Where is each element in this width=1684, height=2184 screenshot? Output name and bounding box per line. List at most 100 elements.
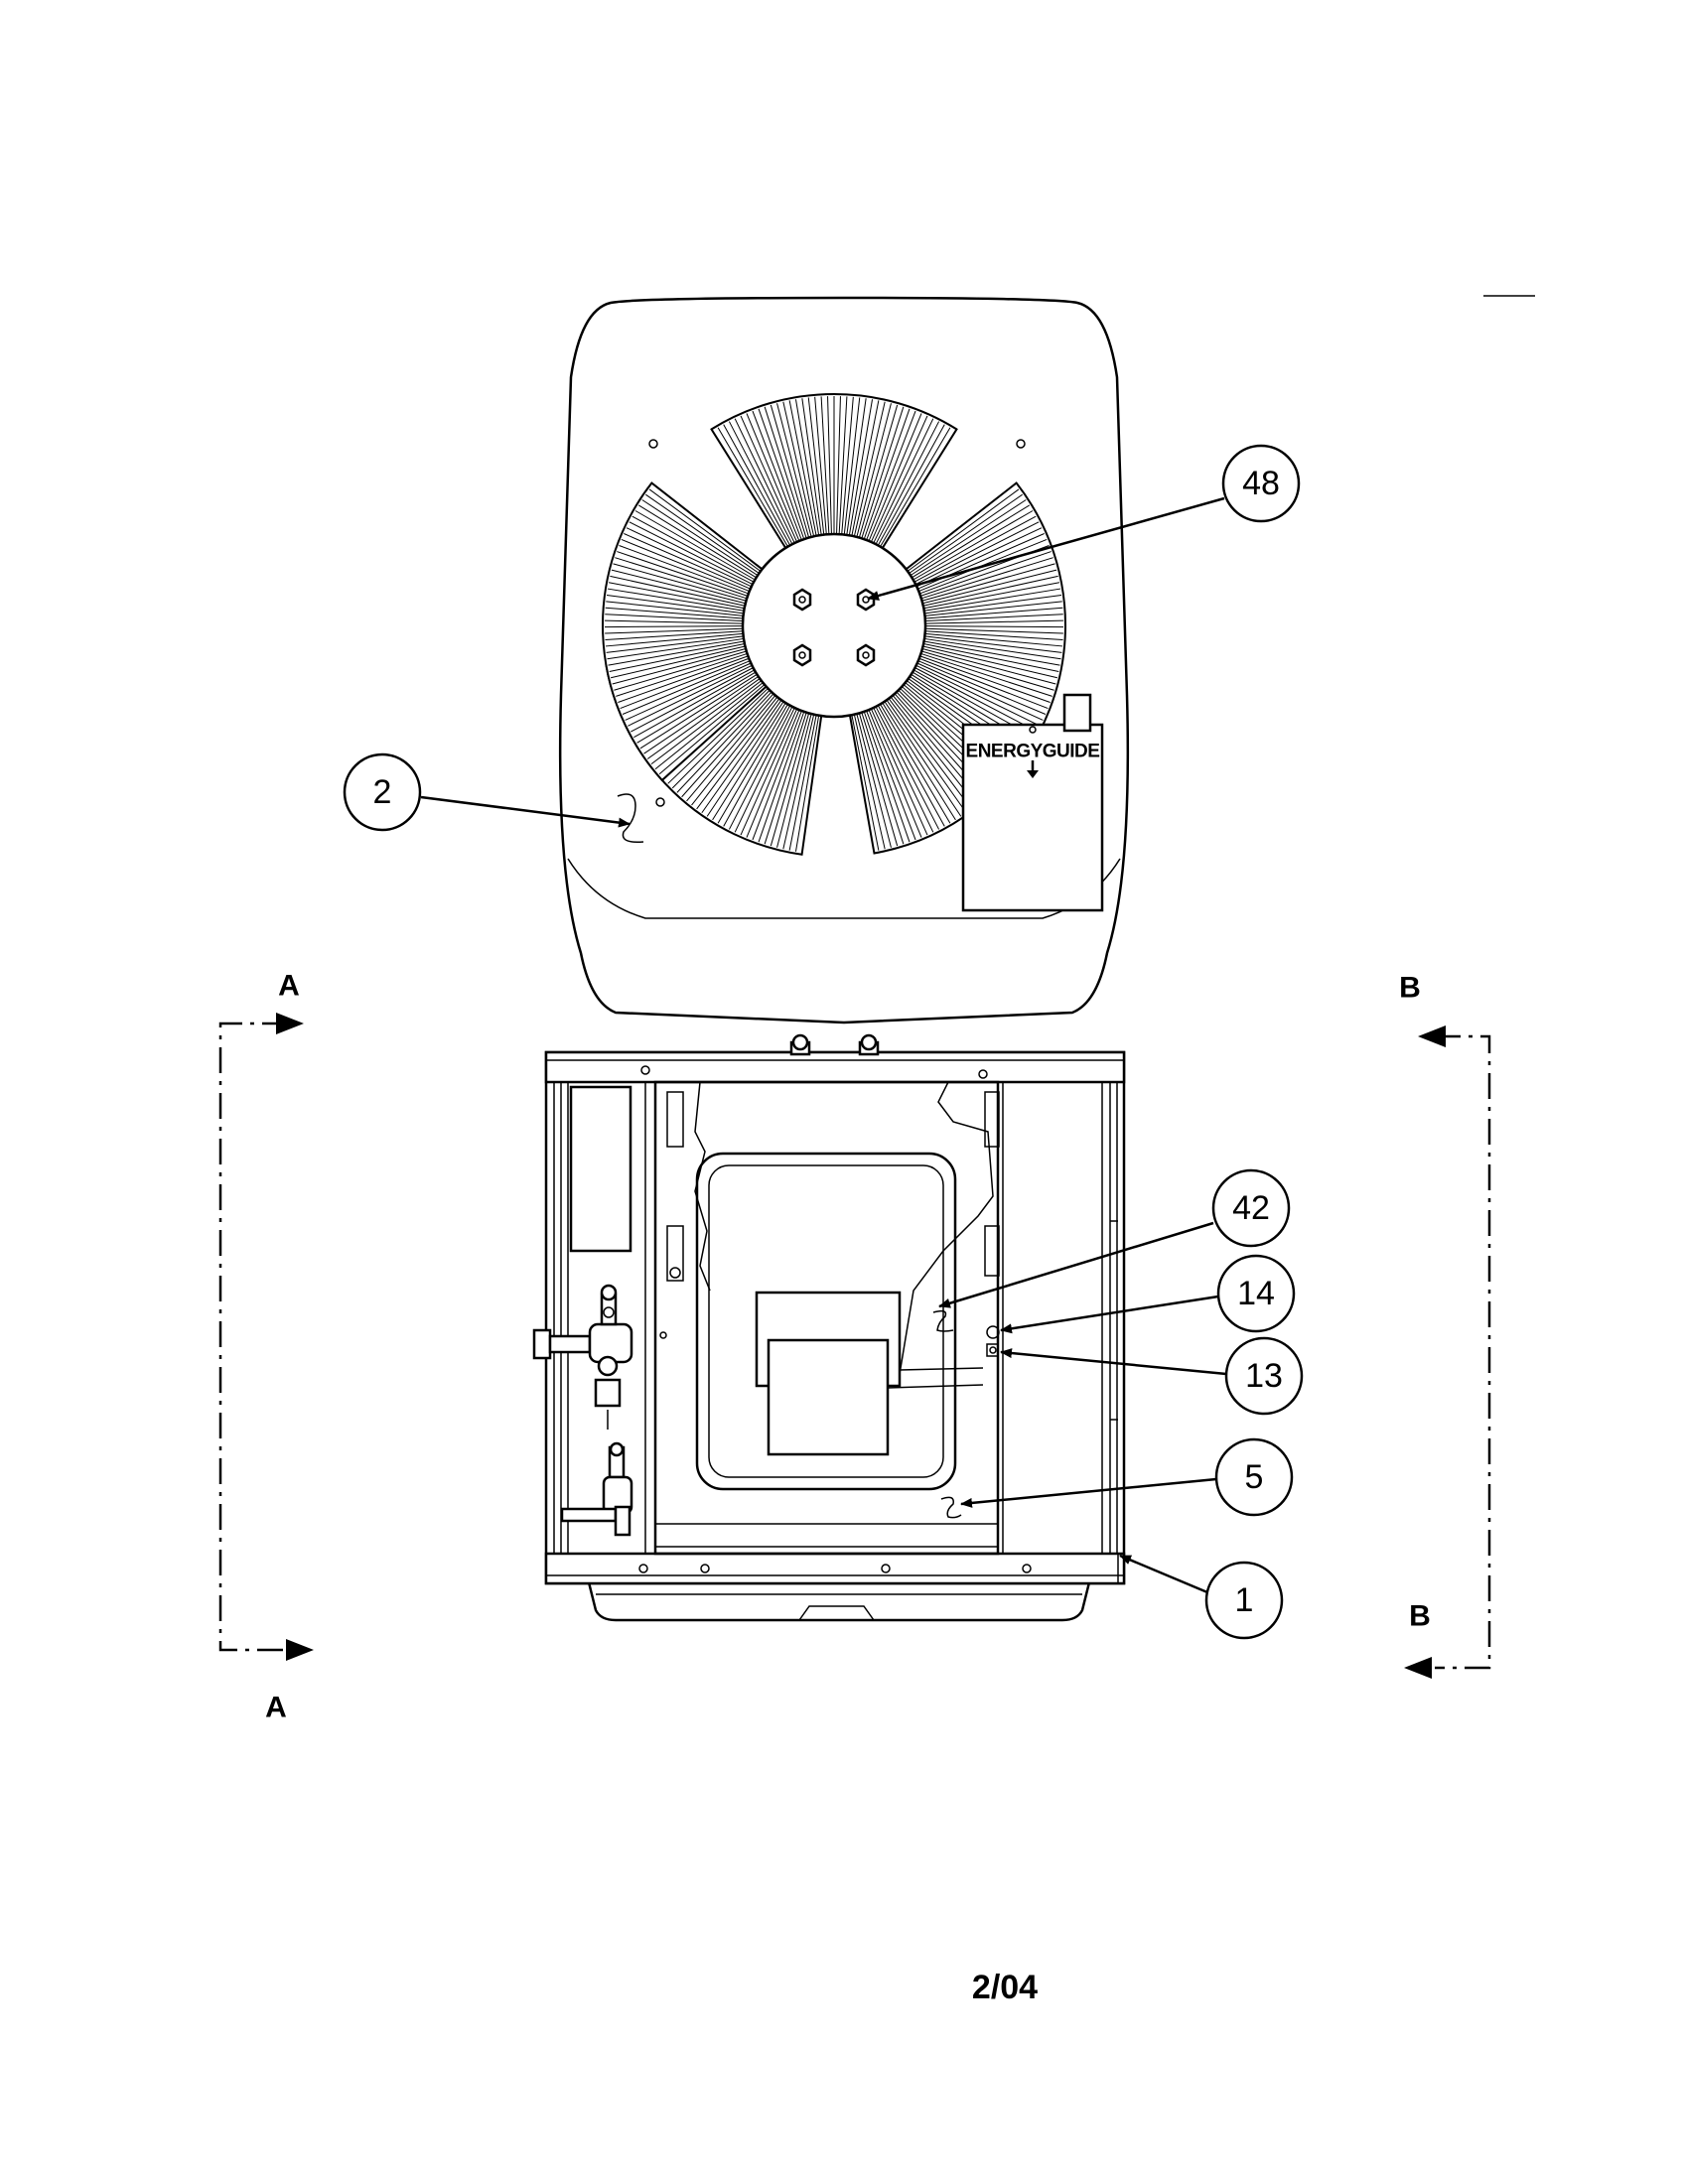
grille-wire bbox=[615, 557, 748, 600]
grille-wire bbox=[691, 696, 778, 806]
grille-wire bbox=[746, 413, 800, 542]
grille-wire bbox=[605, 630, 744, 641]
grille-wire bbox=[632, 515, 755, 583]
callout-5 bbox=[1214, 1437, 1294, 1517]
grille-wire bbox=[922, 569, 1057, 605]
section-label-b-top: B bbox=[1399, 972, 1421, 1005]
grille-wire bbox=[873, 418, 934, 544]
grille-wire bbox=[758, 711, 805, 843]
grille-wire bbox=[605, 632, 744, 647]
grille-wire bbox=[637, 504, 757, 579]
footer-date: 2/04 bbox=[972, 1969, 1038, 2006]
grille-wire bbox=[626, 527, 752, 588]
grille-wire bbox=[641, 499, 759, 577]
leader-13 bbox=[1000, 1348, 1227, 1376]
callout-2-text: 2 bbox=[373, 773, 392, 811]
grille-wire bbox=[681, 693, 774, 798]
grille-wire bbox=[922, 645, 1058, 679]
grille-wire bbox=[851, 715, 880, 851]
grille-wire bbox=[706, 701, 784, 817]
grille-wire bbox=[924, 627, 1063, 634]
grille-wire bbox=[866, 710, 916, 841]
grille-wire bbox=[923, 588, 1061, 612]
top-view: ENERGYGUIDE bbox=[558, 296, 1130, 1024]
grille-wire bbox=[920, 652, 1052, 697]
grille-wire bbox=[620, 657, 750, 710]
grille-wire bbox=[609, 643, 745, 672]
cover-part-mark bbox=[617, 793, 644, 844]
rail-screws bbox=[638, 1065, 1032, 1573]
service-panel bbox=[653, 1080, 1000, 1556]
cutaway-edge bbox=[694, 1081, 711, 1292]
grille-wire bbox=[776, 713, 812, 848]
grille-wire bbox=[624, 533, 751, 590]
grille-wire bbox=[820, 396, 830, 535]
grille-wire bbox=[605, 614, 744, 622]
grille-wire bbox=[622, 660, 751, 715]
grille-wire bbox=[910, 499, 1027, 577]
grille-wire bbox=[914, 667, 1038, 733]
grommet bbox=[986, 1325, 1000, 1339]
grille-wire bbox=[621, 539, 750, 592]
grille-wire bbox=[671, 689, 771, 789]
grille-wire bbox=[912, 504, 1031, 579]
leader-14 bbox=[1000, 1295, 1219, 1334]
callout-13-text: 13 bbox=[1245, 1357, 1283, 1395]
grille-wire bbox=[875, 706, 940, 830]
grille-wire bbox=[915, 664, 1041, 727]
grille-wire bbox=[606, 601, 744, 616]
control-box bbox=[569, 1085, 632, 1253]
grille-wire bbox=[868, 413, 922, 542]
right-coil-panel bbox=[1002, 1081, 1118, 1555]
grille-wire bbox=[863, 711, 911, 843]
grille-wire bbox=[870, 415, 928, 543]
base-pan bbox=[586, 1577, 1092, 1622]
grille-wire bbox=[917, 660, 1047, 715]
grille-wire bbox=[861, 712, 905, 845]
grille-wire bbox=[868, 709, 922, 838]
grille-wire bbox=[605, 607, 744, 619]
grille-wire bbox=[631, 667, 754, 733]
panel-mark bbox=[940, 1496, 962, 1519]
grille-wire bbox=[723, 424, 791, 546]
fan-hub bbox=[741, 532, 927, 719]
grille-wire bbox=[909, 493, 1023, 574]
grille-wire bbox=[717, 427, 788, 547]
grille-wire bbox=[846, 398, 867, 535]
section-label-a-bottom: A bbox=[265, 1692, 287, 1724]
grille-wire bbox=[636, 671, 757, 744]
clip bbox=[986, 1343, 999, 1357]
grille-wire bbox=[652, 483, 763, 570]
grille-wire bbox=[880, 704, 951, 824]
grille-wire bbox=[863, 408, 911, 540]
grille-wire bbox=[646, 678, 761, 759]
grille-wire bbox=[861, 406, 905, 539]
grille-wire bbox=[794, 715, 820, 852]
grille-wire bbox=[770, 404, 810, 538]
grille-wire bbox=[607, 588, 745, 612]
grille-wire bbox=[667, 688, 769, 784]
grille-wire bbox=[648, 488, 762, 572]
grille-wire bbox=[923, 643, 1059, 672]
top-rail bbox=[544, 1050, 1126, 1084]
grille-wire bbox=[856, 713, 892, 848]
grille-wire bbox=[827, 396, 832, 535]
grille-wire bbox=[884, 701, 962, 817]
grille-wire bbox=[654, 682, 764, 770]
grille-wire bbox=[643, 676, 760, 754]
grille-wire bbox=[618, 655, 749, 703]
grille-wire bbox=[764, 712, 807, 845]
grille-wire bbox=[605, 619, 744, 624]
grille-wire bbox=[870, 708, 928, 836]
grille-wire bbox=[610, 575, 746, 607]
grille-wire bbox=[606, 594, 744, 614]
grille-wire bbox=[913, 515, 1037, 583]
grille-wire bbox=[605, 627, 744, 634]
callout-42-text: 42 bbox=[1232, 1189, 1270, 1227]
grille-wire bbox=[924, 630, 1063, 641]
callout-14 bbox=[1216, 1254, 1296, 1333]
grille-wire bbox=[629, 521, 754, 585]
grille-wire bbox=[607, 637, 745, 660]
grille-wire bbox=[877, 705, 945, 827]
grille-wire bbox=[634, 510, 756, 581]
